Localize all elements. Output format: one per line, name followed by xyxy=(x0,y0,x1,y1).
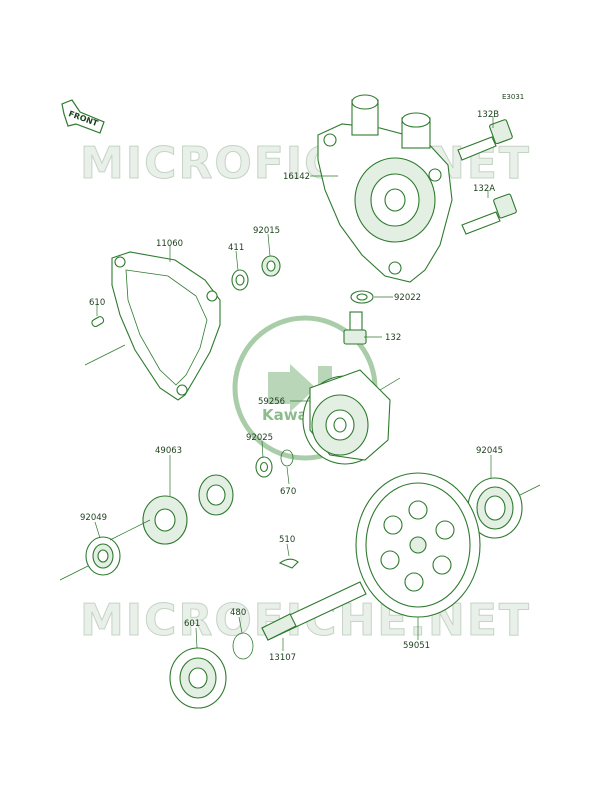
ring-670 xyxy=(280,449,294,467)
label-13107: 13107 xyxy=(269,653,296,663)
seal-49063 xyxy=(142,474,234,545)
watermark-top: MICROFICHE.NET xyxy=(80,138,531,189)
label-132b: 132B xyxy=(477,110,499,120)
nut-92015 xyxy=(261,255,281,277)
bolt-132 xyxy=(343,311,367,345)
bolt-132b xyxy=(457,119,513,161)
label-601: 601 xyxy=(184,619,200,629)
label-92015: 92015 xyxy=(253,226,280,236)
pump-cover-16142 xyxy=(317,94,453,283)
front-arrow-icon: FRONT xyxy=(61,99,105,134)
leader-lines xyxy=(94,116,494,651)
bearing-92049 xyxy=(85,536,121,576)
pin-610 xyxy=(91,316,105,328)
washer-411 xyxy=(231,269,249,291)
label-92049: 92049 xyxy=(80,513,107,523)
label-59051: 59051 xyxy=(403,641,430,651)
label-480: 480 xyxy=(230,608,246,618)
diagram-code: E3031 xyxy=(502,93,524,101)
key-510 xyxy=(278,558,299,569)
assembly-axis-lines xyxy=(59,344,541,581)
label-92022: 92022 xyxy=(394,293,421,303)
washer-92025 xyxy=(255,456,273,478)
circlip-480 xyxy=(232,632,254,660)
shaft-13107 xyxy=(261,581,367,641)
label-610: 610 xyxy=(89,298,105,308)
label-510: 510 xyxy=(279,535,295,545)
label-49063: 49063 xyxy=(155,446,182,456)
label-92045: 92045 xyxy=(476,446,503,456)
washer-92022 xyxy=(350,290,374,304)
impeller-59256 xyxy=(302,369,391,465)
bolt-132a xyxy=(461,193,517,235)
gear-59051 xyxy=(355,472,481,618)
label-92025: 92025 xyxy=(246,433,273,443)
label-132: 132 xyxy=(385,333,401,343)
label-411: 411 xyxy=(228,243,244,253)
label-11060: 11060 xyxy=(156,239,183,249)
label-670: 670 xyxy=(280,487,296,497)
bearing-92045 xyxy=(467,477,523,539)
label-132a: 132A xyxy=(473,184,495,194)
label-16142: 16142 xyxy=(283,172,310,182)
label-59256: 59256 xyxy=(258,397,285,407)
bearing-601 xyxy=(169,647,227,709)
gasket-11060 xyxy=(111,251,221,401)
